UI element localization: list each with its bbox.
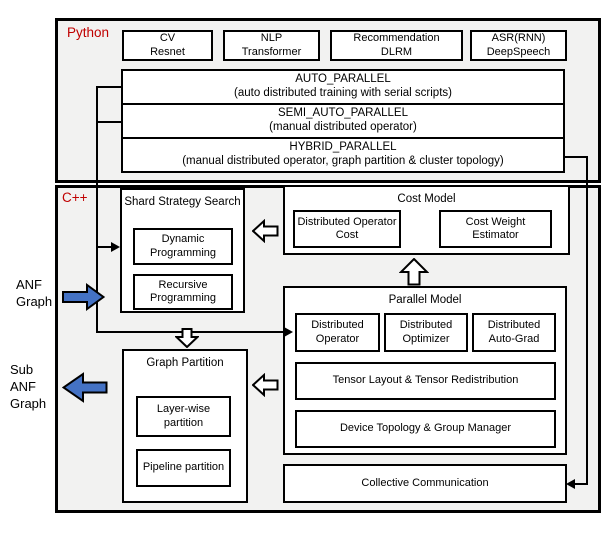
semi-auto-parallel-subtitle: (manual distributed operator) [269, 121, 417, 133]
semi-auto-parallel-stub-line [96, 121, 122, 123]
shard-search-arrow-line [96, 246, 112, 248]
anf-graph-input-arrow-icon [62, 283, 105, 311]
shard-search-arrowhead-icon [111, 242, 120, 252]
app-box-recommendation-line2: DLRM [380, 45, 413, 58]
graph-partition-down-arrow-icon [175, 328, 199, 348]
layer-wise-partition-box: Layer-wise partition [136, 396, 231, 437]
python-section-label: Python [67, 25, 110, 40]
hybrid-out-line [564, 156, 588, 158]
hybrid-parallel-title: HYBRID_PARALLEL [289, 141, 397, 154]
app-box-recommendation: Recommendation DLRM [330, 30, 463, 61]
device-topology-group-manager-box: Device Topology & Group Manager [295, 410, 556, 448]
app-box-asr: ASR(RNN) DeepSpeech [470, 30, 567, 61]
distributed-operator-box: Distributed Operator [295, 313, 380, 352]
distributed-auto-grad-box: Distributed Auto-Grad [472, 313, 556, 352]
parallel-model-to-graph-partition-arrow-icon [252, 373, 279, 397]
graph-partition-title: Graph Partition [146, 357, 224, 369]
app-box-asr-line2: DeepSpeech [486, 45, 551, 58]
app-box-nlp: NLP Transformer [223, 30, 320, 61]
app-box-nlp-line1: NLP [260, 32, 283, 45]
pipeline-partition-box: Pipeline partition [136, 449, 231, 487]
collective-in-line [575, 483, 588, 485]
auto-parallel-stub-line [96, 86, 122, 88]
app-box-cv-line2: Resnet [150, 45, 185, 58]
collective-communication-arrowhead-icon [566, 479, 575, 489]
auto-parallel-title: AUTO_PARALLEL [295, 73, 391, 86]
app-box-cv-line1: CV [159, 32, 176, 45]
right-routing-vertical-line [586, 156, 588, 485]
tensor-layout-redistribution-box: Tensor Layout & Tensor Redistribution [295, 362, 556, 400]
shard-strategy-search-title: Shard Strategy Search [124, 196, 241, 208]
distributed-operator-arrowhead-icon [284, 327, 293, 337]
semi-auto-parallel-box: SEMI_AUTO_PARALLEL (manual distributed o… [121, 103, 565, 139]
recursive-programming-box: Recursive Programming [133, 274, 233, 310]
parallel-model-title: Parallel Model [388, 294, 462, 306]
anf-graph-label: ANF Graph [16, 277, 53, 309]
hybrid-parallel-subtitle: (manual distributed operator, graph part… [182, 155, 504, 167]
dynamic-programming-box: Dynamic Programming [133, 228, 233, 265]
sub-anf-graph-output-arrow-icon [62, 372, 108, 403]
app-box-asr-line1: ASR(RNN) [491, 32, 546, 45]
collective-communication-box: Collective Communication [283, 464, 567, 503]
cost-model-to-shard-arrow-icon [252, 219, 279, 243]
cost-weight-estimator-box: Cost Weight Estimator [439, 210, 552, 248]
hybrid-parallel-box: HYBRID_PARALLEL (manual distributed oper… [121, 137, 565, 173]
left-routing-vertical-line [96, 86, 98, 333]
auto-parallel-box: AUTO_PARALLEL (auto distributed training… [121, 69, 565, 105]
cost-model-title: Cost Model [397, 193, 456, 205]
distributed-operator-cost-box: Distributed Operator Cost [293, 210, 401, 248]
distributed-optimizer-box: Distributed Optimizer [384, 313, 468, 352]
semi-auto-parallel-title: SEMI_AUTO_PARALLEL [278, 107, 408, 120]
app-box-recommendation-line1: Recommendation [353, 32, 440, 45]
cpp-section-label: C++ [62, 190, 88, 205]
app-box-cv: CV Resnet [122, 30, 213, 61]
sub-anf-graph-label: Sub ANF Graph [10, 362, 47, 411]
app-box-nlp-line2: Transformer [241, 45, 302, 58]
auto-parallel-subtitle: (auto distributed training with serial s… [234, 87, 452, 99]
parallel-model-to-cost-model-arrow-icon [399, 258, 429, 286]
